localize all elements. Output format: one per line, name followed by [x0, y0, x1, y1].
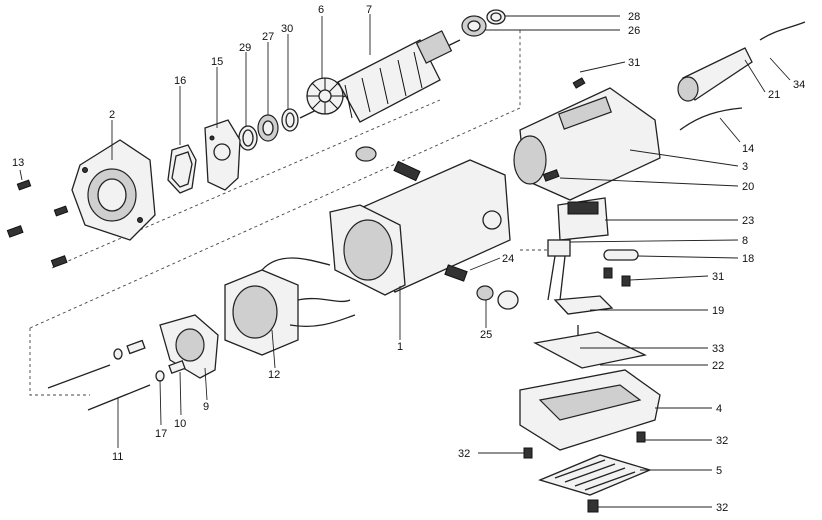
part-9-rear-bracket: [159, 314, 219, 379]
part-21-cable-sleeve: [677, 47, 753, 102]
part-3-handle-housing: [513, 87, 661, 201]
part-6-fan: [306, 77, 344, 115]
part-28-washer: [486, 9, 506, 25]
part-29-washer: [238, 125, 258, 151]
part-17-washer: [155, 370, 165, 382]
part-13-screws: [6, 179, 69, 268]
callout-4: 4: [716, 403, 722, 415]
part-11-long-screws: [47, 364, 151, 411]
callout-31-middle: 31: [712, 271, 724, 283]
part-brush-holder-top: [355, 146, 421, 182]
part-spacer-upper: [113, 339, 146, 360]
part-4-lower-housing: [519, 369, 661, 451]
assembly-guide-lines: [29, 29, 560, 396]
callout-33: 33: [712, 343, 724, 355]
part-10-spacer: [168, 360, 186, 374]
part-31-screws: [603, 267, 631, 287]
callout-28: 28: [628, 11, 640, 23]
callout-12: 12: [268, 369, 280, 381]
callout-23: 23: [742, 215, 754, 227]
callout-11: 11: [112, 451, 123, 463]
part-12-field-coil: [224, 257, 356, 356]
part-20-screw: [542, 169, 560, 182]
callout-1: 1: [397, 341, 403, 353]
part-25-brush-cap: [476, 285, 519, 310]
part-14-cord-clamp: [679, 107, 743, 131]
callout-20: 20: [742, 181, 754, 193]
callout-32-left: 32: [458, 448, 470, 460]
part-16-gasket: [167, 144, 197, 194]
callout-31-top: 31: [628, 57, 640, 69]
callout-5: 5: [716, 465, 722, 477]
callout-14: 14: [742, 143, 754, 155]
callout-26: 26: [628, 25, 640, 37]
part-34-cable: [759, 21, 806, 41]
part-1-motor-housing: [329, 159, 511, 296]
callout-9: 9: [203, 401, 209, 413]
part-27-bearing: [257, 114, 279, 142]
part-7-armature: [299, 30, 461, 123]
part-30-retaining-ring: [281, 108, 299, 132]
part-32-screws: [523, 431, 646, 513]
callout-labels: 28 26 6 7 30 27 29 15 16 2 13 31 34 21 1…: [12, 4, 805, 514]
callout-13: 13: [12, 157, 24, 169]
callout-25: 25: [480, 329, 492, 341]
part-24-carbon-brush: [444, 264, 468, 282]
part-23-switch: [557, 197, 609, 241]
part-22-plate: [533, 331, 647, 369]
callout-3: 3: [742, 161, 748, 173]
part-5-bottom-plate: [538, 454, 652, 496]
callout-18: 18: [742, 253, 754, 265]
part-26-bearing: [461, 15, 487, 37]
callout-21: 21: [768, 89, 780, 101]
part-2-end-housing: [71, 139, 156, 241]
callout-8: 8: [742, 235, 748, 247]
callout-6: 6: [318, 4, 324, 16]
part-31-screw-top: [572, 77, 586, 89]
callout-32-bottom: 32: [716, 502, 728, 514]
callout-32-right: 32: [716, 435, 728, 447]
callout-30: 30: [281, 23, 293, 35]
callout-10: 10: [174, 418, 186, 430]
callout-19: 19: [712, 305, 724, 317]
part-19-slider: [553, 295, 614, 315]
callout-15: 15: [211, 56, 223, 68]
part-15-bearing-plate: [204, 119, 241, 191]
callout-34: 34: [793, 79, 805, 91]
callout-22: 22: [712, 360, 724, 372]
callout-24: 24: [502, 253, 514, 265]
callout-29: 29: [239, 42, 251, 54]
part-18-link: [603, 249, 639, 261]
callout-leader-lines: [19, 14, 791, 508]
callout-16: 16: [174, 75, 186, 87]
callout-7: 7: [366, 4, 372, 16]
callout-17: 17: [155, 428, 167, 440]
part-8-switch-bracket: [547, 239, 571, 301]
callout-2: 2: [109, 109, 115, 121]
callout-27: 27: [262, 31, 274, 43]
